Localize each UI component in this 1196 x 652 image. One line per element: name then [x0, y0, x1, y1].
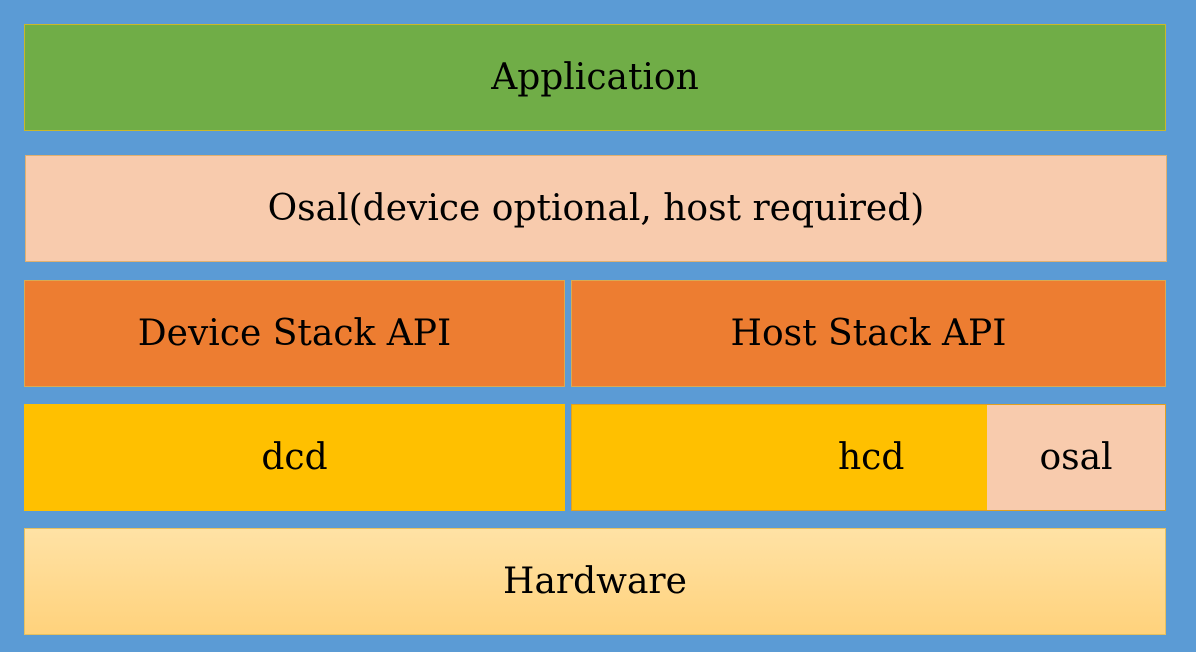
application-label: Application [491, 56, 699, 98]
application-layer: Application [24, 24, 1166, 131]
hardware-layer: Hardware [24, 528, 1166, 635]
device-stack-api-block: Device Stack API [24, 280, 565, 387]
osal-block: osal [987, 405, 1165, 510]
hcd-block [572, 405, 987, 510]
hardware-label: Hardware [503, 560, 687, 602]
osal-label: osal [1039, 436, 1113, 478]
osal-layer: Osal(device optional, host required) [25, 155, 1167, 262]
host-stack-api-label: Host Stack API [730, 312, 1007, 354]
hcd-label: hcd [838, 436, 905, 478]
device-stack-api-label: Device Stack API [137, 312, 452, 354]
dcd-block: dcd [24, 404, 565, 511]
host-driver-row: hcd osal [571, 404, 1166, 511]
dcd-label: dcd [261, 436, 328, 478]
host-stack-api-block: Host Stack API [571, 280, 1166, 387]
osal-layer-label: Osal(device optional, host required) [267, 187, 925, 229]
